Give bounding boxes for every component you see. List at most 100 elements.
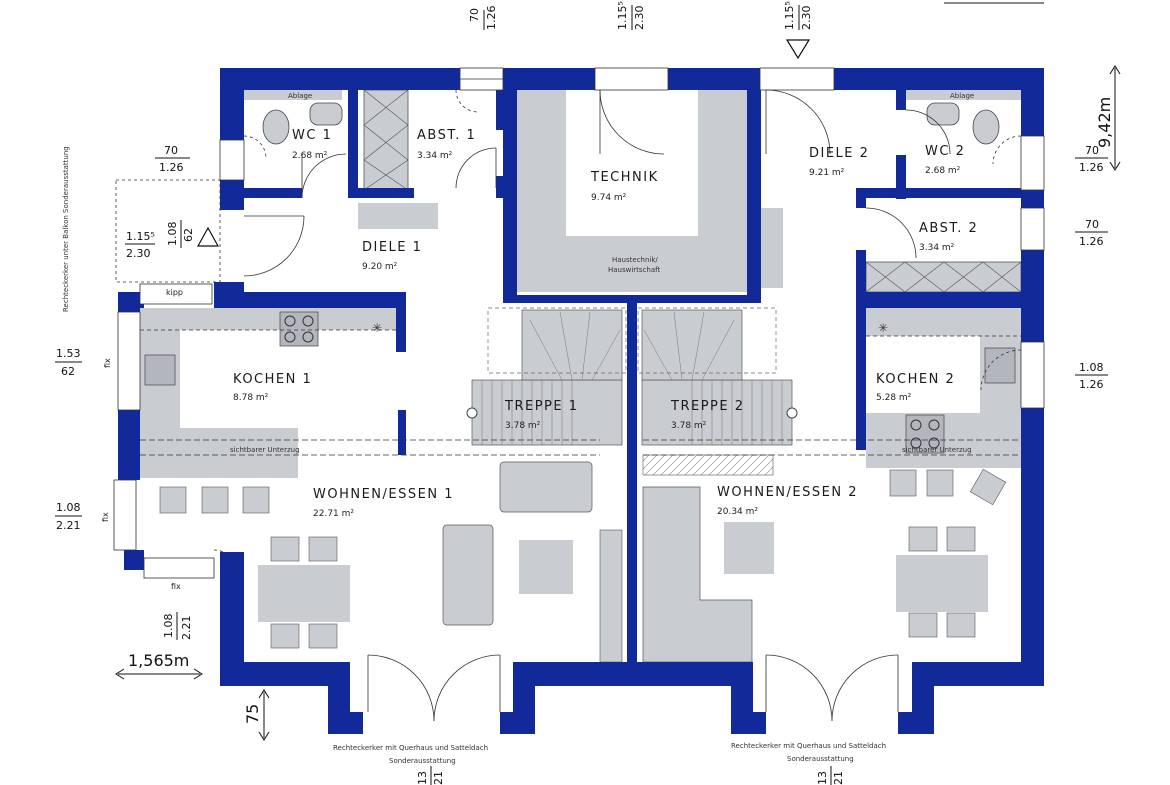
stair2-landing [642,454,774,476]
room-labels: WC 1 2.68 m² ABST. 1 3.34 m² TECHNIK 9.7… [233,128,978,519]
diele2-bench [759,208,783,288]
stairs-1 [466,307,627,446]
svg-text:✳: ✳ [878,321,888,335]
sofa-1b [442,524,494,626]
dim-top3-b: 2.30 [800,6,813,31]
room-wohnen2-area: 20.34 m² [717,507,758,517]
dim-r3-b: 1.26 [1079,378,1104,391]
room-wohnen1-label: WOHNEN/ESSEN 1 [313,487,454,502]
dim-b2-a: 13 [816,771,829,785]
dim-top1-a: 70 [468,8,481,22]
unterzug-note-2: sichtbarer Unterzug [902,446,972,454]
technik-inner [566,90,698,236]
room-kochen2-area: 5.28 m² [876,393,912,403]
dim-l1-a: 70 [164,144,178,157]
dim-r2-a: 70 [1085,218,1099,231]
dim-l3-a: 1.53 [56,347,81,360]
room-wc2-label: WC 2 [925,144,965,159]
dim-l2v-a: 1.08 [166,222,179,247]
room-wohnen1-area: 22.71 m² [313,509,354,519]
dim-b1-a: 13 [416,771,429,785]
room-treppe2-area: 3.78 m² [671,421,707,431]
fix-note-a: fix [103,358,112,368]
dim-top3-a: 1.15⁵ [783,1,796,30]
fixtures: ✳ ✳ [140,89,1022,663]
erker1-note-2: Sonderausstattung [389,757,456,765]
dim-r3-a: 1.08 [1079,361,1104,374]
dim-b1-b: 21 [432,771,445,785]
openings [113,67,1045,722]
dim-width-left: 1,565m [128,651,189,670]
dim-l1-b: 1.26 [159,161,184,174]
dim-l5-a: 1.08 [162,614,175,639]
dimension-labels: 70 1.26 1.15⁵ 2.30 1.15⁵ 2.30 70 1.26 1.… [56,1,1114,785]
abst2-shelf [865,261,1022,293]
k1-counter-top [140,308,398,330]
erker2-note-1: Rechteckerker mit Querhaus und Satteldac… [731,742,886,750]
tv-board-1 [599,529,623,663]
dim-l2-a: 1.15⁵ [126,230,155,243]
room-kochen1-label: KOCHEN 1 [233,372,312,387]
ablage1-note: Ablage [288,92,312,100]
walls [118,68,1044,734]
k2-sink [984,347,1016,384]
dim-l5-b: 2.21 [180,616,193,641]
room-treppe1-label: TREPPE 1 [504,399,578,414]
room-diele1-area: 9.20 m² [362,262,398,272]
wc2-basin [926,102,960,126]
room-kochen1-area: 8.78 m² [233,393,269,403]
dim-75: 75 [243,704,262,724]
dim-b2-b: 21 [832,771,845,785]
dining-table-2 [896,555,988,612]
room-treppe2-label: TREPPE 2 [670,399,744,414]
k1-island [140,428,298,478]
wc2-toilet [972,109,1000,145]
haustechnik-note-1: Haustechnik/ [612,256,658,264]
dimension-lines [55,2,1121,785]
dining-table-1 [258,565,350,622]
erker2-note-2: Sonderausstattung [787,755,854,763]
room-diele1-label: DIELE 1 [362,240,422,255]
dim-l4-b: 2.21 [56,519,81,532]
coffee-table-2 [724,522,774,574]
room-treppe1-area: 3.78 m² [505,421,541,431]
room-technik-area: 9.74 m² [591,193,627,203]
room-diele2-label: DIELE 2 [809,146,869,161]
erker1-note-1: Rechteckerker mit Querhaus und Satteldac… [333,744,488,752]
room-abst2-label: ABST. 2 [919,221,978,236]
k1-hob [279,311,319,347]
ablage2-note: Ablage [950,92,974,100]
diele1-bench [358,203,438,229]
coffee-table-1 [519,540,573,594]
wc1-basin [309,102,343,126]
room-wohnen2-label: WOHNEN/ESSEN 2 [717,485,858,500]
dim-top2-b: 2.30 [633,6,646,31]
balkon-note: Rechteckerker unter Balkon Sonderausstat… [62,146,70,312]
room-abst2-area: 3.34 m² [919,243,955,253]
fix-note-c: fix [171,582,181,591]
room-diele2-area: 9.21 m² [809,168,845,178]
fix-note-b: fix [101,512,110,522]
room-abst1-label: ABST. 1 [417,128,476,143]
stairs-2 [637,307,798,446]
dim-l2-b: 2.30 [126,247,151,260]
kipp-note: kipp [166,288,183,297]
room-wc2-area: 2.68 m² [925,166,961,176]
dim-l3-b: 62 [61,365,75,378]
haustechnik-note-2: Hauswirtschaft [608,266,660,274]
annotations: Ablage Ablage Haustechnik/ Hauswirtschaf… [62,92,974,765]
dim-r1-a: 70 [1085,144,1099,157]
wc1-toilet [262,109,290,145]
unterzug-note-1: sichtbarer Unterzug [230,446,300,454]
dim-depth: 9,42m [1095,97,1114,148]
room-technik-label: TECHNIK [590,170,659,185]
dim-r2-b: 1.26 [1079,235,1104,248]
dim-top2-a: 1.15⁵ [616,1,629,30]
room-wc1-label: WC 1 [292,128,332,143]
room-kochen2-label: KOCHEN 2 [876,372,955,387]
dim-l2v-b: 62 [182,228,195,242]
room-wc1-area: 2.68 m² [292,151,328,161]
svg-text:✳: ✳ [372,321,382,335]
dim-r1-b: 1.26 [1079,161,1104,174]
